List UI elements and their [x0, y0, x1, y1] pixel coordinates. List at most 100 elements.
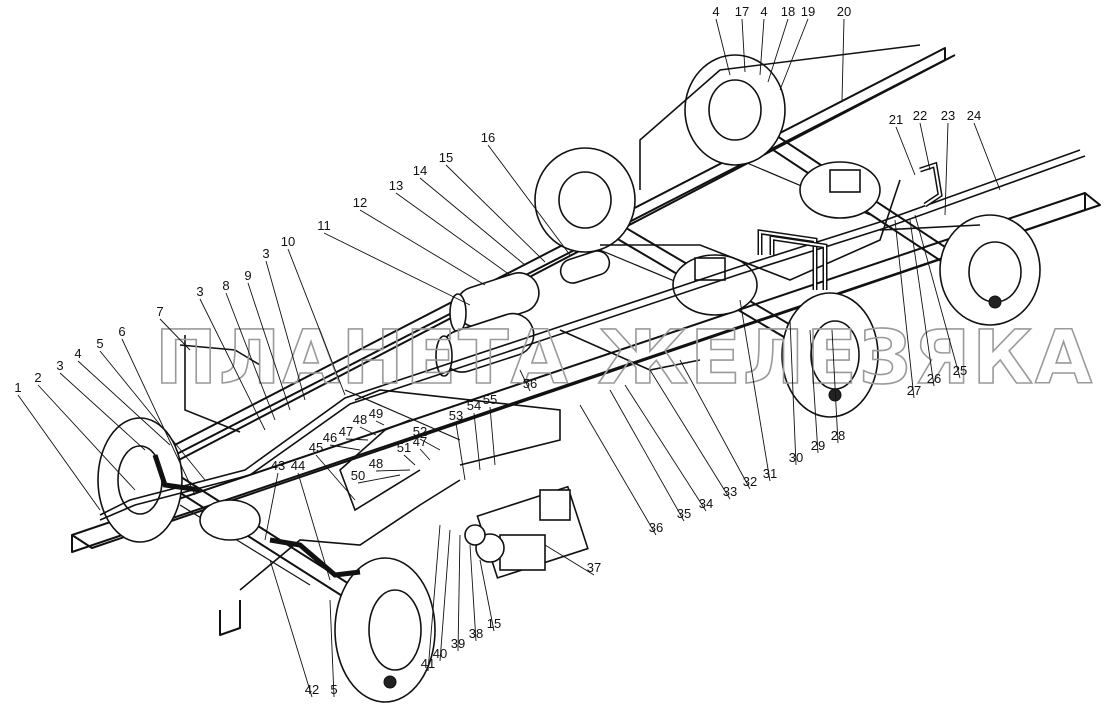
callout-leader-56 — [519, 369, 531, 392]
callout-label-16: 16 — [481, 130, 495, 145]
callout-label-10: 10 — [281, 234, 295, 249]
callout-leader-40 — [439, 529, 451, 662]
callout-label-35: 35 — [677, 506, 691, 521]
callout-leader-15 — [445, 164, 546, 263]
callout-label-46: 46 — [323, 430, 337, 445]
callout-leader-52 — [419, 438, 441, 451]
callout-label-51: 51 — [397, 440, 411, 455]
callout-label-39: 39 — [451, 636, 465, 651]
callout-leader-21 — [895, 126, 916, 176]
callout-label-18: 18 — [781, 4, 795, 19]
callout-leader-41 — [427, 524, 441, 672]
callout-leader-23 — [944, 122, 949, 216]
callout-label-5: 5 — [96, 336, 103, 351]
callout-leader-14 — [419, 177, 526, 266]
callout-leader-42 — [269, 559, 313, 698]
callout-leader-44 — [297, 472, 331, 581]
callout-leader-38 — [469, 544, 477, 642]
callout-leader-9 — [247, 282, 291, 411]
callout-leader-35 — [609, 389, 685, 522]
flexible-hoses — [152, 161, 943, 578]
callout-label-3: 3 — [196, 284, 203, 299]
callout-leader-12 — [359, 209, 486, 286]
brake-lines — [99, 44, 1086, 591]
callout-leader-55 — [489, 406, 496, 466]
callout-leader-8 — [225, 292, 276, 421]
callout-label-7: 7 — [156, 304, 163, 319]
callout-leader-4 — [759, 18, 765, 76]
brake-drum-rear-right — [939, 214, 1041, 326]
callout-leader-48 — [375, 469, 411, 472]
callout-label-41: 41 — [421, 656, 435, 671]
callout-leader-1 — [17, 394, 101, 511]
callout-leader-31 — [739, 299, 771, 482]
callout-leader-28 — [831, 329, 839, 444]
callout-leader-43 — [264, 472, 279, 541]
callout-leader-15 — [479, 559, 495, 632]
callout-label-30: 30 — [789, 450, 803, 465]
callout-label-32: 32 — [743, 474, 757, 489]
callout-leader-2 — [37, 384, 136, 491]
callout-leader-32 — [679, 359, 751, 490]
callout-leader-48 — [359, 426, 377, 436]
callout-label-23: 23 — [941, 108, 955, 123]
callout-label-20: 20 — [837, 4, 851, 19]
callout-label-2: 2 — [34, 370, 41, 385]
callout-leader-50 — [357, 474, 401, 484]
valve-block — [464, 485, 589, 579]
callout-label-15: 15 — [487, 616, 501, 631]
callout-label-47: 47 — [339, 424, 353, 439]
callout-label-3: 3 — [262, 246, 269, 261]
callout-leader-30 — [789, 319, 797, 466]
callout-label-36: 36 — [649, 520, 663, 535]
callout-leader-5 — [99, 350, 206, 481]
callout-label-21: 21 — [889, 112, 903, 127]
callout-label-42: 42 — [305, 682, 319, 697]
callout-leader-37 — [544, 544, 595, 576]
callout-leader-34 — [624, 384, 707, 512]
callout-label-45: 45 — [309, 440, 323, 455]
callout-leader-46 — [329, 444, 361, 451]
brake-drum-front-right — [334, 557, 436, 703]
callout-leader-19 — [779, 18, 809, 91]
callout-label-34: 34 — [699, 496, 713, 511]
callout-label-26: 26 — [927, 371, 941, 386]
callout-leader-25 — [914, 214, 961, 379]
callout-leader-54 — [473, 412, 481, 471]
callout-leader-7 — [159, 318, 191, 351]
callout-label-4: 4 — [74, 346, 81, 361]
callout-leader-10 — [287, 248, 346, 396]
air-receiver-lower — [435, 312, 535, 377]
callout-label-22: 22 — [913, 108, 927, 123]
callout-label-37: 37 — [587, 560, 601, 575]
callout-label-33: 33 — [723, 484, 737, 499]
callout-label-52: 52 — [413, 424, 427, 439]
callout-label-12: 12 — [353, 195, 367, 210]
callout-leader-18 — [767, 18, 789, 83]
watermark-text: ПЛАНЕТА ЖЕЛЕЗЯКА — [155, 315, 1094, 401]
callout-label-9: 9 — [244, 268, 251, 283]
brake-drum-middle-left — [534, 147, 636, 253]
callout-leader-33 — [649, 369, 731, 500]
callout-label-25: 25 — [953, 363, 967, 378]
callout-label-14: 14 — [413, 163, 427, 178]
callout-label-29: 29 — [811, 438, 825, 453]
callout-leader-4 — [715, 18, 731, 76]
callout-leader-53 — [455, 422, 466, 481]
callout-label-15: 15 — [439, 150, 453, 165]
callout-leader-17 — [741, 18, 746, 73]
callout-leader-24 — [973, 122, 1001, 191]
callout-label-3: 3 — [56, 358, 63, 373]
callout-leader-3 — [199, 298, 266, 431]
callout-leader-20 — [841, 18, 845, 101]
callout-label-17: 17 — [735, 4, 749, 19]
callout-label-8: 8 — [222, 278, 229, 293]
callout-label-48: 48 — [369, 456, 383, 471]
callout-label-38: 38 — [469, 626, 483, 641]
callout-label-31: 31 — [763, 466, 777, 481]
callout-label-4: 4 — [760, 4, 767, 19]
callout-label-48: 48 — [353, 412, 367, 427]
callout-label-28: 28 — [831, 428, 845, 443]
callout-leader-47 — [419, 448, 431, 461]
